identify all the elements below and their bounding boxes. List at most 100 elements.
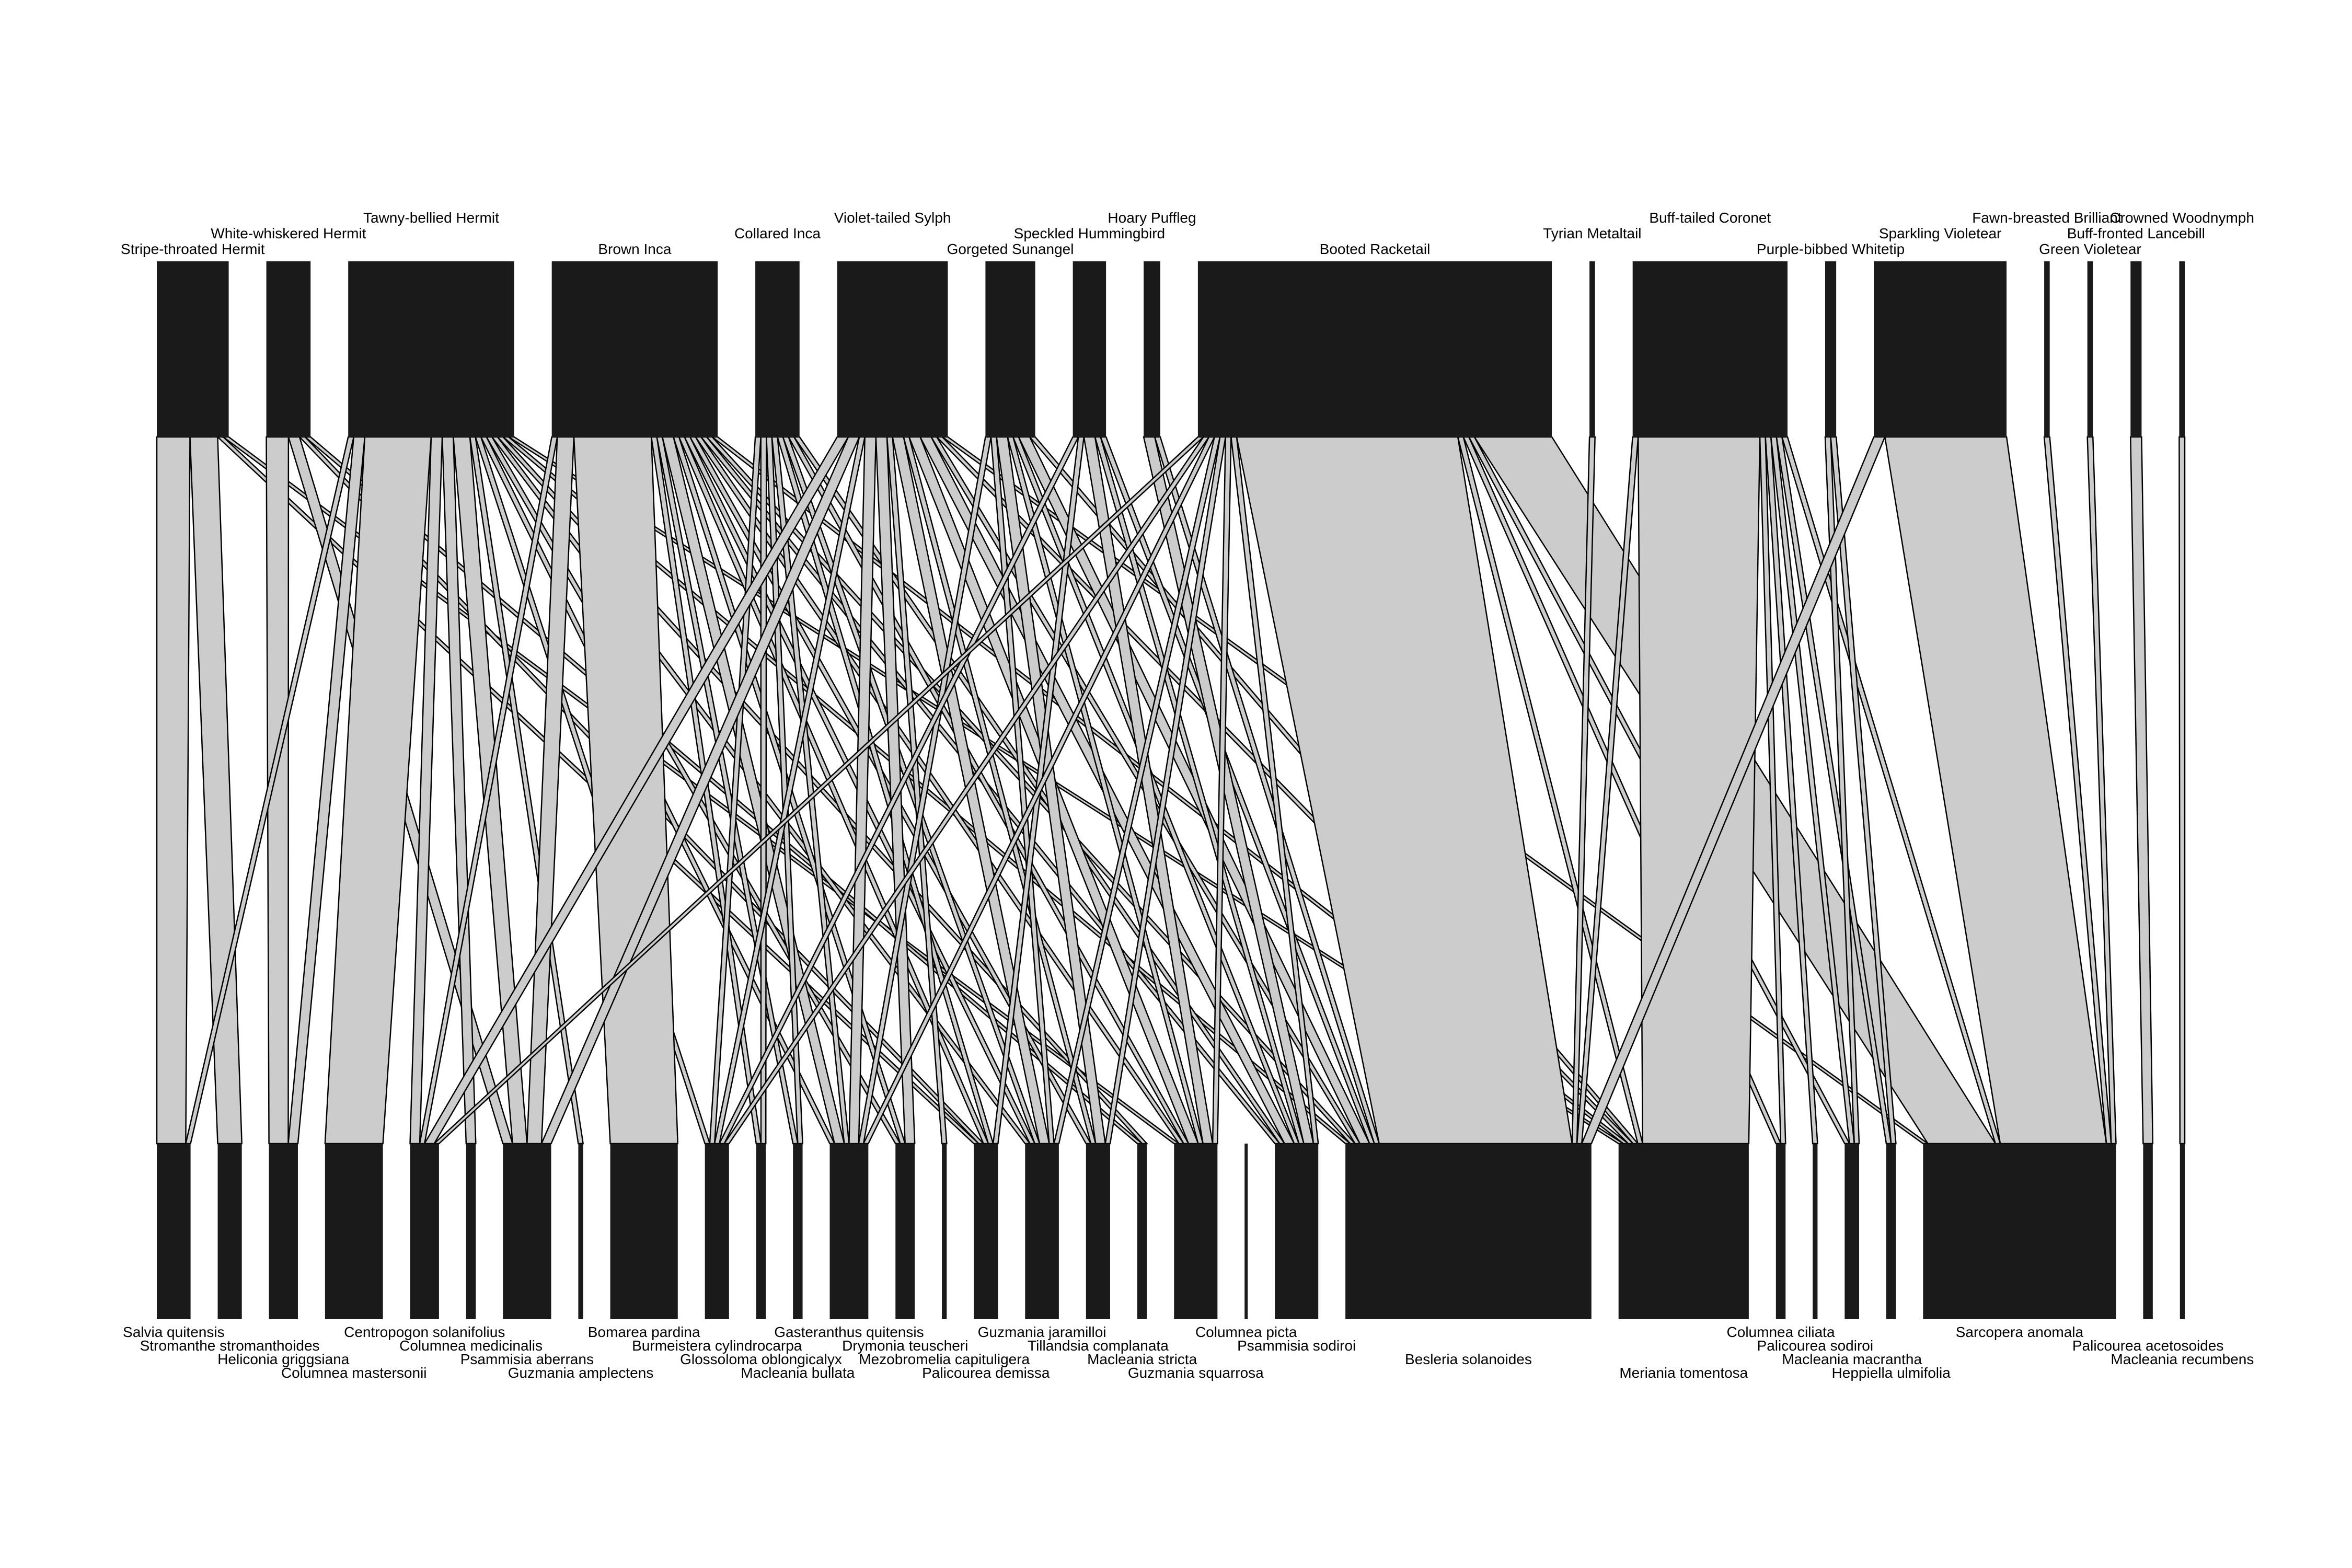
label-hoary-puffleg: Hoary Puffleg [1108,210,1196,226]
box-tawny-bellied-hermit [348,261,514,437]
label-buff-fronted-lancebill: Buff-fronted Lancebill [2067,225,2205,241]
interaction-links [156,436,2186,1145]
label-centropogon-solanifolius: Centropogon solanifolius [344,1324,505,1340]
link-stripe-throated-hermit-to-salvia-quitensis [156,436,191,1145]
label-purple-bibbed-whitetip: Purple-bibbed Whitetip [1757,241,1905,257]
label-drymonia-teuscheri: Drymonia teuscheri [842,1338,968,1354]
label-guzmania-amplectens: Guzmania amplectens [508,1365,654,1381]
box-besleria-solanoides [1345,1144,1592,1319]
box-guzmania-squarrosa [1174,1144,1218,1319]
label-columnea-mastersonii: Columnea mastersonii [281,1365,427,1381]
label-buff-tailed-coronet: Buff-tailed Coronet [1649,210,1771,226]
label-bomarea-pardina: Bomarea pardina [588,1324,700,1340]
link-stripe-throated-hermit-to-stromanthe-stromanthoides [189,436,243,1145]
box-palicourea-sodiroi [1813,1144,1818,1319]
label-besleria-solanoides: Besleria solanoides [1405,1351,1532,1367]
box-buff-fronted-lancebill [2130,261,2142,437]
label-meriania-tomentosa: Meriania tomentosa [1619,1365,1748,1381]
box-gasteranthus-quitensis [829,1144,869,1319]
label-macleania-recumbens: Macleania recumbens [2111,1351,2254,1367]
label-palicourea-acetosoides: Palicourea acetosoides [2072,1338,2224,1354]
box-psammisia-aberrans [503,1144,551,1319]
box-centropogon-solanifolius [410,1144,439,1319]
label-palicourea-sodiroi: Palicourea sodiroi [1757,1338,1874,1354]
box-macleania-bullata [793,1144,803,1319]
box-fawn-breasted-brilliant [2044,261,2050,437]
box-speckled-hummingbird [1073,261,1106,437]
box-guzmania-jaramilloi [1025,1144,1059,1319]
label-booted-racketail: Booted Racketail [1320,241,1431,257]
label-heliconia-griggsiana: Heliconia griggsiana [217,1351,350,1367]
label-salvia-quitensis: Salvia quitensis [123,1324,225,1340]
label-white-whiskered-hermit: White-whiskered Hermit [211,225,366,241]
box-sparkling-violetear [1874,261,2007,437]
label-gasteranthus-quitensis: Gasteranthus quitensis [774,1324,924,1340]
box-drymonia-teuscheri [895,1144,915,1319]
label-columnea-picta: Columnea picta [1195,1324,1297,1340]
box-heppiella-ulmifolia [1886,1144,1896,1319]
label-glossoloma-oblongicalyx: Glossoloma oblongicalyx [680,1351,842,1367]
box-hoary-puffleg [1144,261,1160,437]
label-macleania-macrantha: Macleania macrantha [1782,1351,1922,1367]
link-collared-inca-to-glossoloma-oblongicalyx [760,436,767,1145]
label-palicourea-demissa: Palicourea demissa [922,1365,1050,1381]
label-psammisia-aberrans: Psammisia aberrans [460,1351,594,1367]
label-psammisia-sodiroi: Psammisia sodiroi [1237,1338,1356,1354]
label-tillandsia-complanata: Tillandsia complanata [1028,1338,1169,1354]
box-brown-inca [551,261,718,437]
label-speckled-hummingbird: Speckled Hummingbird [1014,225,1165,241]
box-heliconia-griggsiana [269,1144,298,1319]
label-heppiella-ulmifolia: Heppiella ulmifolia [1832,1365,1951,1381]
higher-level-boxes [157,261,2185,437]
box-purple-bibbed-whitetip [1825,261,1837,437]
box-columnea-picta [1244,1144,1248,1319]
box-macleania-recumbens [2180,1144,2185,1319]
label-guzmania-jaramilloi: Guzmania jaramilloi [978,1324,1106,1340]
box-stripe-throated-hermit [157,261,229,437]
box-booted-racketail [1197,261,1552,437]
box-meriania-tomentosa [1618,1144,1749,1319]
label-gorgeted-sunangel: Gorgeted Sunangel [947,241,1074,257]
label-stripe-throated-hermit: Stripe-throated Hermit [121,241,265,257]
lower-level-boxes [157,1144,2185,1319]
box-crowned-woodnymph [2179,261,2185,437]
label-macleania-bullata: Macleania bullata [741,1365,855,1381]
label-violet-tailed-sylph: Violet-tailed Sylph [834,210,951,226]
box-tyrian-metaltail [1589,261,1595,437]
link-crowned-woodnymph-to-macleania-recumbens [2178,436,2186,1145]
label-guzmania-squarrosa: Guzmania squarrosa [1128,1365,1264,1381]
label-brown-inca: Brown Inca [598,241,671,257]
box-columnea-ciliata [1775,1144,1786,1319]
label-burmeistera-cylindrocarpa: Burmeistera cylindrocarpa [632,1338,802,1354]
label-tawny-bellied-hermit: Tawny-bellied Hermit [363,210,499,226]
label-green-violetear: Green Violetear [2039,241,2141,257]
box-violet-tailed-sylph [837,261,948,437]
box-gorgeted-sunangel [985,261,1035,437]
box-guzmania-amplectens [578,1144,583,1319]
label-fawn-breasted-brilliant: Fawn-breasted Brilliant [1972,210,2122,226]
label-columnea-ciliata: Columnea ciliata [1727,1324,1835,1340]
label-macleania-stricta: Macleania stricta [1087,1351,1197,1367]
link-buff-fronted-lancebill-to-palicourea-acetosoides [2129,436,2154,1145]
box-columnea-mastersonii [325,1144,383,1319]
label-tyrian-metaltail: Tyrian Metaltail [1543,225,1641,241]
box-stromanthe-stromanthoides [217,1144,242,1319]
label-collared-inca: Collared Inca [734,225,821,241]
box-psammisia-sodiroi [1275,1144,1319,1319]
box-white-whiskered-hermit [266,261,311,437]
label-columnea-medicinalis: Columnea medicinalis [399,1338,543,1354]
link-buff-tailed-coronet-to-meriania-tomentosa [1638,436,1761,1145]
label-crowned-woodnymph: Crowned Woodnymph [2109,210,2254,226]
box-bomarea-pardina [610,1144,678,1319]
label-sparkling-violetear: Sparkling Violetear [1879,225,2002,241]
box-macleania-macrantha [1844,1144,1860,1319]
box-glossoloma-oblongicalyx [756,1144,766,1319]
box-palicourea-demissa [974,1144,998,1319]
box-palicourea-acetosoides [2143,1144,2153,1319]
box-collared-inca [755,261,800,437]
box-salvia-quitensis [157,1144,191,1319]
label-mezobromelia-capituligera: Mezobromelia capituligera [859,1351,1030,1367]
